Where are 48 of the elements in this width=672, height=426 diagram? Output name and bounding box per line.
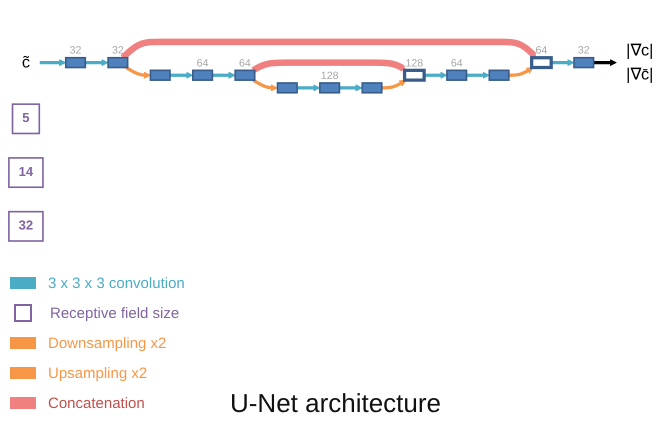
channel-count: 64 [536, 44, 548, 57]
receptive-field-box: 14 [8, 157, 44, 188]
concatenated-layer-bar [530, 56, 553, 70]
arrow [251, 59, 406, 74]
channel-count: 128 [406, 57, 424, 70]
layer-bar [361, 82, 383, 94]
arrow [40, 59, 66, 66]
arrow [382, 80, 406, 90]
channel-count: 64 [239, 57, 251, 70]
legend-text: Upsampling x2 [48, 364, 148, 382]
layer-bar [488, 70, 510, 81]
arrow [125, 66, 151, 79]
channel-count: 64 [196, 57, 208, 70]
layer-bar [107, 56, 128, 68]
receptive-field-box: 5 [12, 103, 40, 134]
arrow [424, 72, 448, 79]
arrow [339, 84, 363, 92]
layer-bar [276, 82, 298, 94]
arrow [508, 67, 534, 77]
layer-bar [319, 82, 340, 94]
formula-text: |∇c| |∇c̄| [626, 41, 654, 84]
channel-count: 32 [70, 44, 82, 57]
layer-bar [150, 70, 171, 81]
legend-text: Downsampling x2 [48, 334, 166, 352]
arrow [551, 59, 574, 66]
arrow [252, 78, 278, 92]
arrow [297, 84, 320, 92]
layer-bar [64, 56, 86, 68]
channel-count: 128 [320, 70, 338, 82]
legend-text: 3 x 3 x 3 convolution [48, 274, 185, 292]
channel-count: 32 [112, 44, 124, 57]
layer-bar [446, 70, 468, 81]
arrow [212, 72, 236, 79]
concatenated-layer-bar [402, 68, 426, 82]
layer-bar [192, 70, 214, 81]
receptive-field-box: 32 [8, 210, 44, 242]
layer-bar [234, 70, 256, 81]
formula-text: c̃ [22, 54, 30, 72]
layer-bar [573, 56, 594, 68]
legend-text: Concatenation [48, 394, 145, 412]
arrow [170, 72, 194, 79]
channel-count: 32 [578, 44, 590, 57]
caption: U-Net architecture [230, 388, 441, 419]
legend-text: Receptive field size [50, 304, 180, 322]
arrow [466, 72, 490, 79]
arrow [85, 59, 108, 66]
arrow [594, 59, 617, 66]
channel-count: 64 [450, 57, 463, 70]
